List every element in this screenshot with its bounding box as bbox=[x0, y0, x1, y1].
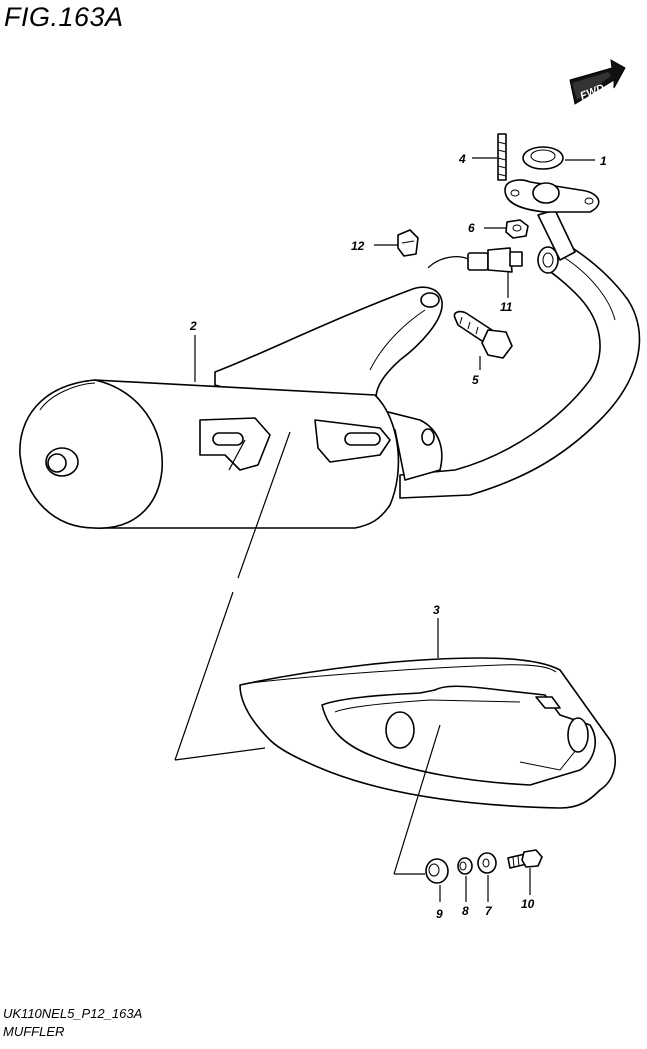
forward-arrow-icon: FWD bbox=[569, 59, 626, 105]
heat-shield-part bbox=[239, 657, 616, 809]
callout-7: 7 bbox=[485, 904, 493, 918]
section-name: MUFFLER bbox=[3, 1024, 65, 1039]
callout-8: 8 bbox=[462, 904, 469, 918]
callout-9: 9 bbox=[436, 907, 443, 921]
exhaust-flange bbox=[504, 179, 600, 213]
screw-part bbox=[507, 849, 543, 869]
callout-5: 5 bbox=[472, 373, 479, 387]
callout-10: 10 bbox=[521, 897, 535, 911]
callout-6: 6 bbox=[468, 221, 475, 235]
rubber-grommet-part bbox=[425, 858, 449, 884]
nut-part bbox=[505, 219, 529, 239]
callout-11: 11 bbox=[500, 300, 513, 314]
bolt-part bbox=[453, 310, 513, 359]
callout-2: 2 bbox=[189, 319, 197, 333]
leader-lines bbox=[174, 157, 595, 902]
callout-3: 3 bbox=[433, 603, 440, 617]
muffler-body bbox=[19, 209, 641, 529]
callout-1: 1 bbox=[600, 154, 607, 168]
callout-12: 12 bbox=[351, 239, 365, 253]
figure-title: FIG.163A bbox=[4, 2, 124, 32]
stud-bolt-part bbox=[497, 133, 507, 181]
oxygen-sensor-part bbox=[427, 247, 523, 273]
clamp-part bbox=[397, 229, 419, 257]
collar-part bbox=[457, 857, 473, 875]
washer-part bbox=[477, 852, 497, 874]
gasket-part bbox=[522, 146, 564, 170]
drawing-code: UK110NEL5_P12_163A bbox=[3, 1006, 143, 1021]
callout-4: 4 bbox=[458, 152, 466, 166]
footer: UK110NEL5_P12_163A MUFFLER bbox=[3, 1005, 142, 1041]
